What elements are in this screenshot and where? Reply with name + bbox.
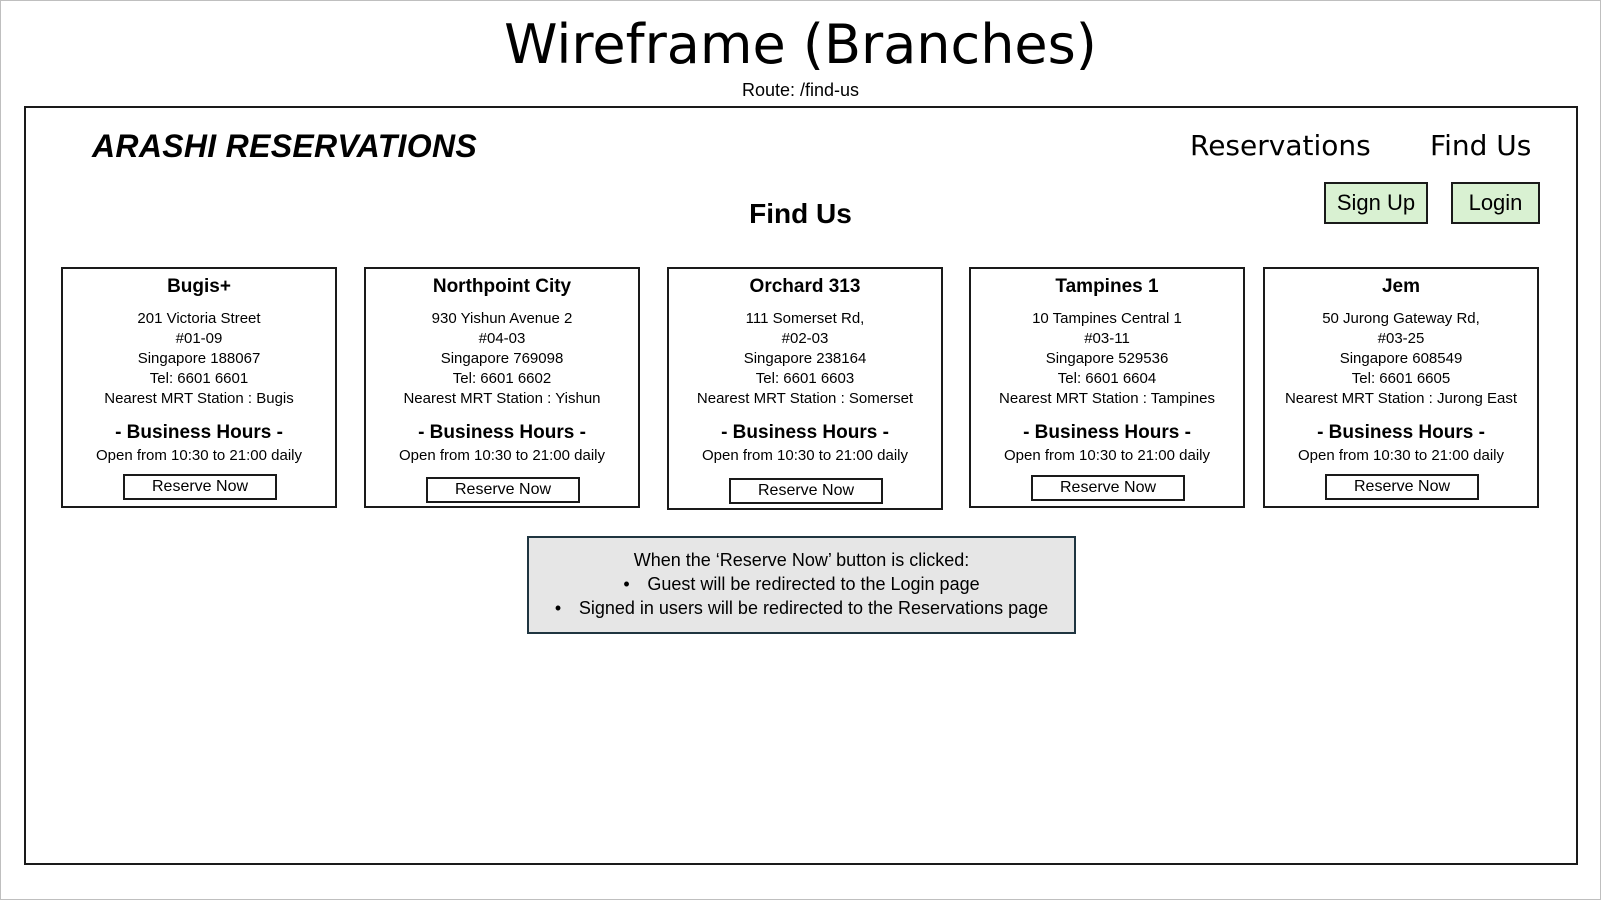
reserve-now-button[interactable]: Reserve Now xyxy=(123,474,277,500)
branch-address: 10 Tampines Central 1 #03-11 Singapore 5… xyxy=(971,309,1243,409)
branch-address: 50 Jurong Gateway Rd, #03-25 Singapore 6… xyxy=(1265,309,1537,409)
business-hours-text: Open from 10:30 to 21:00 daily xyxy=(1298,447,1504,464)
reserve-now-button[interactable]: Reserve Now xyxy=(729,478,883,504)
address-line: Singapore 608549 xyxy=(1339,350,1463,367)
branch-card-jem: Jem 50 Jurong Gateway Rd, #03-25 Singapo… xyxy=(1263,267,1539,508)
address-line: #02-03 xyxy=(781,330,829,347)
address-line: Tel: 6601 6603 xyxy=(755,370,855,387)
branch-address: 201 Victoria Street #01-09 Singapore 188… xyxy=(63,309,335,409)
business-hours-text: Open from 10:30 to 21:00 daily xyxy=(96,447,302,464)
business-hours-text: Open from 10:30 to 21:00 daily xyxy=(1004,447,1210,464)
note-intro: When the ‘Reserve Now’ button is clicked… xyxy=(633,550,970,570)
note-bullet-item: • Guest will be redirected to the Login p… xyxy=(529,572,1074,596)
address-line: Tel: 6601 6601 xyxy=(149,370,249,387)
address-line: Nearest MRT Station : Bugis xyxy=(104,390,294,407)
address-line: #03-25 xyxy=(1377,330,1425,347)
address-line: 50 Jurong Gateway Rd, xyxy=(1322,310,1480,327)
slide-title: Wireframe (Branches) xyxy=(504,13,1097,76)
address-line: Singapore 238164 xyxy=(743,350,867,367)
nav-reservations-link[interactable]: Reservations xyxy=(1190,129,1371,162)
branch-name: Northpoint City xyxy=(432,276,572,297)
business-hours-title: - Business Hours - xyxy=(1023,422,1191,443)
address-line: Nearest MRT Station : Jurong East xyxy=(1284,390,1518,407)
address-line: 10 Tampines Central 1 xyxy=(1032,310,1182,327)
reserve-now-button[interactable]: Reserve Now xyxy=(426,477,580,503)
page-heading: Find Us xyxy=(749,198,852,229)
branch-card-tampines: Tampines 1 10 Tampines Central 1 #03-11 … xyxy=(969,267,1245,508)
business-hours-title: - Business Hours - xyxy=(115,422,283,443)
branch-address: 930 Yishun Avenue 2 #04-03 Singapore 769… xyxy=(366,309,638,409)
route-label: Route: /find-us xyxy=(741,80,860,100)
address-line: Singapore 529536 xyxy=(1045,350,1169,367)
bullet-icon: • xyxy=(623,574,630,594)
business-hours-title: - Business Hours - xyxy=(1317,422,1485,443)
branch-card-bugis: Bugis+ 201 Victoria Street #01-09 Singap… xyxy=(61,267,337,508)
branch-name: Bugis+ xyxy=(167,276,231,297)
address-line: #03-11 xyxy=(1084,330,1130,347)
branch-address: 111 Somerset Rd, #02-03 Singapore 238164… xyxy=(669,309,941,409)
brand-logo[interactable]: ARASHI RESERVATIONS xyxy=(92,128,477,164)
address-line: Nearest MRT Station : Yishun xyxy=(403,390,601,407)
address-line: Tel: 6601 6602 xyxy=(452,370,552,387)
address-line: Singapore 769098 xyxy=(440,350,564,367)
reserve-now-button[interactable]: Reserve Now xyxy=(1325,474,1479,500)
branch-name: Orchard 313 xyxy=(749,276,861,297)
business-hours-title: - Business Hours - xyxy=(418,422,586,443)
bullet-icon: • xyxy=(554,598,562,618)
address-line: 930 Yishun Avenue 2 xyxy=(431,310,573,327)
branch-name: Jem xyxy=(1381,276,1421,297)
note-bullet-item: • Signed in users will be redirected to t… xyxy=(529,596,1074,620)
address-line: Nearest MRT Station : Tampines xyxy=(999,390,1215,407)
reserve-now-button[interactable]: Reserve Now xyxy=(1031,475,1185,501)
address-line: Tel: 6601 6604 xyxy=(1057,370,1157,387)
address-line: Tel: 6601 6605 xyxy=(1351,370,1451,387)
business-hours-text: Open from 10:30 to 21:00 daily xyxy=(702,447,908,464)
wireframe-frame xyxy=(24,106,1578,865)
address-line: #04-03 xyxy=(478,330,526,347)
address-line: Singapore 188067 xyxy=(137,350,261,367)
address-line: #01-09 xyxy=(175,330,223,347)
branch-card-northpoint: Northpoint City 930 Yishun Avenue 2 #04-… xyxy=(364,267,640,508)
behavior-note: When the ‘Reserve Now’ button is clicked… xyxy=(527,536,1076,634)
address-line: 201 Victoria Street xyxy=(137,310,261,327)
address-line: 111 Somerset Rd, xyxy=(745,310,865,327)
nav-find-us-link[interactable]: Find Us xyxy=(1430,129,1532,162)
branch-name: Tampines 1 xyxy=(1055,276,1159,297)
note-bullet-text: Signed in users will be redirected to th… xyxy=(578,598,1049,618)
business-hours-text: Open from 10:30 to 21:00 daily xyxy=(399,447,605,464)
sign-up-button[interactable]: Sign Up xyxy=(1324,182,1428,224)
note-bullet-text: Guest will be redirected to the Login pa… xyxy=(647,574,980,594)
login-button[interactable]: Login xyxy=(1451,182,1540,224)
address-line: Nearest MRT Station : Somerset xyxy=(696,390,914,407)
branch-card-orchard: Orchard 313 111 Somerset Rd, #02-03 Sing… xyxy=(667,267,943,510)
business-hours-title: - Business Hours - xyxy=(721,422,889,443)
